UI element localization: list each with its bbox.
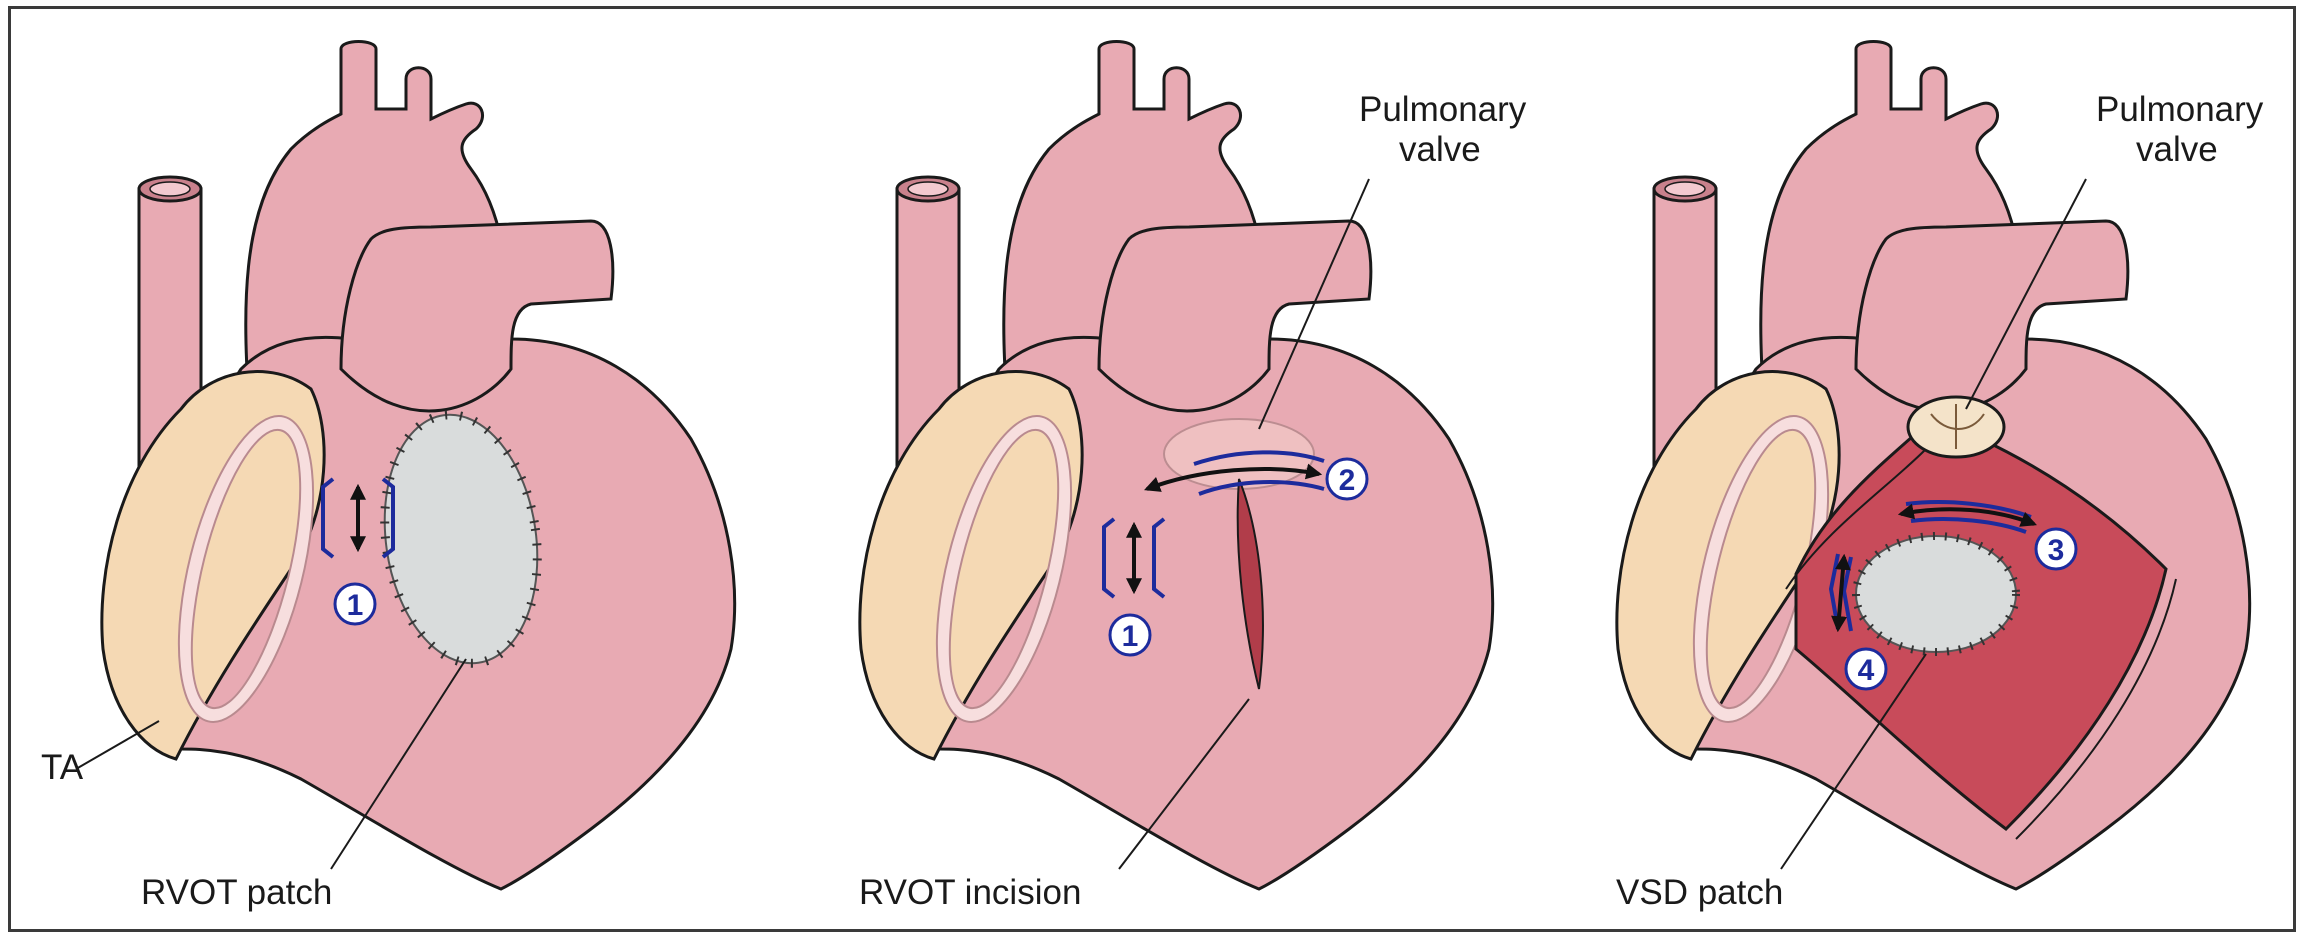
label-ta: TA	[41, 748, 84, 787]
pulmonary-valve	[1908, 397, 2004, 457]
marker-1-text: 1	[347, 589, 364, 622]
label-pulmonary-valve-line2: valve	[1399, 130, 1481, 169]
marker-3-text: 3	[2048, 534, 2065, 567]
label-pulmonary-valve-line1: Pulmonary	[2096, 90, 2264, 129]
label-rvot-incision: RVOT incision	[859, 873, 1081, 912]
marker-4-text: 4	[1858, 654, 1875, 687]
panel-rvot-incision: 1 2 Pulmonary valve RVOT incision	[859, 42, 1527, 913]
marker-1-text: 1	[1122, 620, 1139, 653]
marker-2-text: 2	[1339, 464, 1356, 497]
panel-rvot-patch: 1 TA RVOT patch	[41, 42, 735, 913]
label-pulmonary-valve-line2: valve	[2136, 130, 2218, 169]
label-pulmonary-valve-line1: Pulmonary	[1359, 90, 1527, 129]
label-vsd-patch: VSD patch	[1616, 873, 1783, 912]
panel-vsd-patch: 3 4 Pulmonary valve VSD patch	[1616, 42, 2264, 913]
heart-diagrams: 1 TA RVOT patch 1 2 Pulmonary valve RVOT…	[11, 9, 2293, 929]
vsd-patch	[1856, 536, 2016, 652]
figure-frame: 1 TA RVOT patch 1 2 Pulmonary valve RVOT…	[8, 6, 2296, 932]
label-rvot-patch: RVOT patch	[141, 873, 332, 912]
